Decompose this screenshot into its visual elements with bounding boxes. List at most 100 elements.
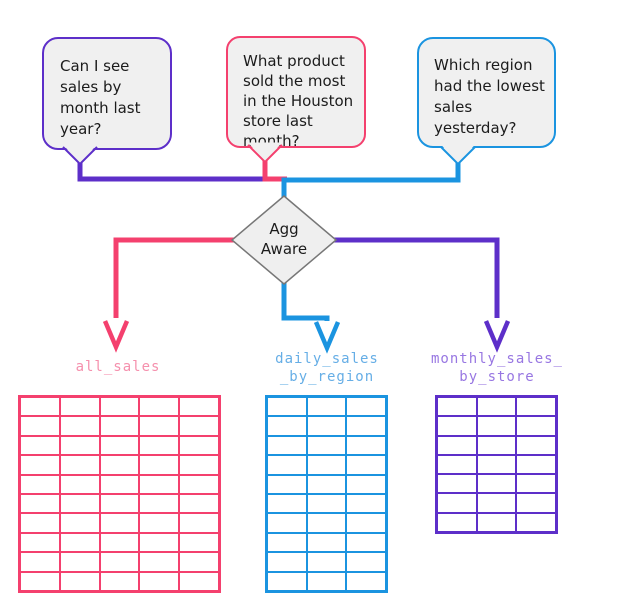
table-cell	[21, 514, 59, 532]
table-cell	[100, 572, 139, 590]
table-cell	[438, 436, 476, 454]
table-cell	[60, 436, 99, 455]
table-cell	[517, 475, 555, 493]
table-cell	[438, 494, 476, 512]
table-cell	[477, 436, 516, 454]
table-cell	[100, 553, 139, 571]
table-cell	[100, 494, 139, 513]
table-cell	[517, 455, 555, 474]
table-cell	[21, 533, 59, 552]
table-cell	[307, 436, 346, 455]
table-daily-sales-by-region	[265, 395, 388, 593]
table-cell	[268, 533, 306, 552]
table-cell	[477, 398, 516, 416]
table-cell	[140, 494, 179, 513]
question-text-1: Can I see sales by month last year?	[60, 57, 141, 138]
table-cell	[347, 398, 385, 416]
table-cell	[438, 475, 476, 493]
table-cell	[180, 417, 218, 435]
table-cell	[517, 417, 555, 435]
table-cell	[347, 417, 385, 435]
speech-bubble-pink: What product sold the most in the Housto…	[226, 36, 366, 150]
table-cell	[140, 436, 179, 455]
table-cell	[347, 494, 385, 513]
table-cell	[21, 475, 59, 493]
table-cell	[140, 553, 179, 571]
table-cell	[268, 398, 306, 416]
table-cell	[140, 417, 179, 435]
table-cell	[268, 456, 306, 474]
table-cell	[100, 475, 139, 493]
table-cell	[140, 398, 179, 416]
table-cell	[438, 455, 476, 474]
table-cell	[347, 572, 385, 590]
table-cell	[477, 455, 516, 474]
table-cell	[21, 436, 59, 455]
table-cell	[21, 553, 59, 571]
table-cell	[60, 572, 99, 590]
table-monthly-sales-by-store	[435, 395, 558, 534]
table-cell	[517, 494, 555, 512]
table-cell	[140, 475, 179, 493]
speech-bubble-blue: Which region had the lowest sales yester…	[417, 37, 556, 148]
table-cell	[180, 475, 218, 493]
table-label-monthly-sales-by-store: monthly_sales_ by_store	[430, 351, 563, 385]
branch-pink	[113, 237, 234, 318]
arrowhead-purple-icon	[483, 320, 511, 353]
branch-blue	[281, 282, 330, 321]
table-cell	[180, 398, 218, 416]
table-cell	[307, 572, 346, 590]
table-cell	[100, 436, 139, 455]
table-cell	[307, 553, 346, 571]
table-cell	[347, 553, 385, 571]
table-cell	[307, 456, 346, 474]
table-cell	[60, 553, 99, 571]
table-cell	[60, 494, 99, 513]
table-label-daily-sales-by-region: daily_sales _by_region	[275, 351, 379, 385]
table-cell	[100, 533, 139, 552]
table-cell	[140, 572, 179, 590]
table-cell	[477, 513, 516, 531]
table-cell	[100, 398, 139, 416]
question-text-3: Which region had the lowest sales yester…	[434, 56, 545, 137]
table-cell	[307, 398, 346, 416]
table-cell	[60, 417, 99, 435]
table-cell	[21, 494, 59, 513]
table-cell	[347, 475, 385, 493]
table-cell	[21, 456, 59, 474]
table-cell	[21, 398, 59, 416]
connector-pink	[262, 154, 287, 182]
question-text-2: What product sold the most in the Housto…	[243, 52, 354, 150]
table-cell	[438, 513, 476, 531]
table-all-sales	[18, 395, 221, 593]
table-cell	[180, 553, 218, 571]
table-cell	[100, 456, 139, 474]
table-cell	[60, 475, 99, 493]
table-cell	[180, 494, 218, 513]
table-cell	[477, 494, 516, 512]
table-cell	[60, 514, 99, 532]
table-cell	[21, 417, 59, 435]
arrowhead-pink-icon	[102, 320, 130, 353]
table-cell	[517, 513, 555, 531]
table-cell	[180, 436, 218, 455]
table-cell	[268, 572, 306, 590]
table-cell	[347, 456, 385, 474]
table-cell	[100, 417, 139, 435]
table-cell	[268, 436, 306, 455]
table-cell	[477, 417, 516, 435]
table-cell	[477, 475, 516, 493]
table-cell	[307, 514, 346, 532]
decision-label: Agg Aware	[260, 220, 308, 258]
branch-purple	[334, 237, 500, 318]
table-cell	[100, 514, 139, 532]
table-cell	[517, 436, 555, 454]
connector-purple	[77, 156, 272, 182]
table-cell	[60, 456, 99, 474]
table-cell	[307, 475, 346, 493]
table-cell	[347, 533, 385, 552]
table-label-all-sales: all_sales	[75, 359, 161, 375]
table-cell	[268, 553, 306, 571]
table-cell	[180, 572, 218, 590]
